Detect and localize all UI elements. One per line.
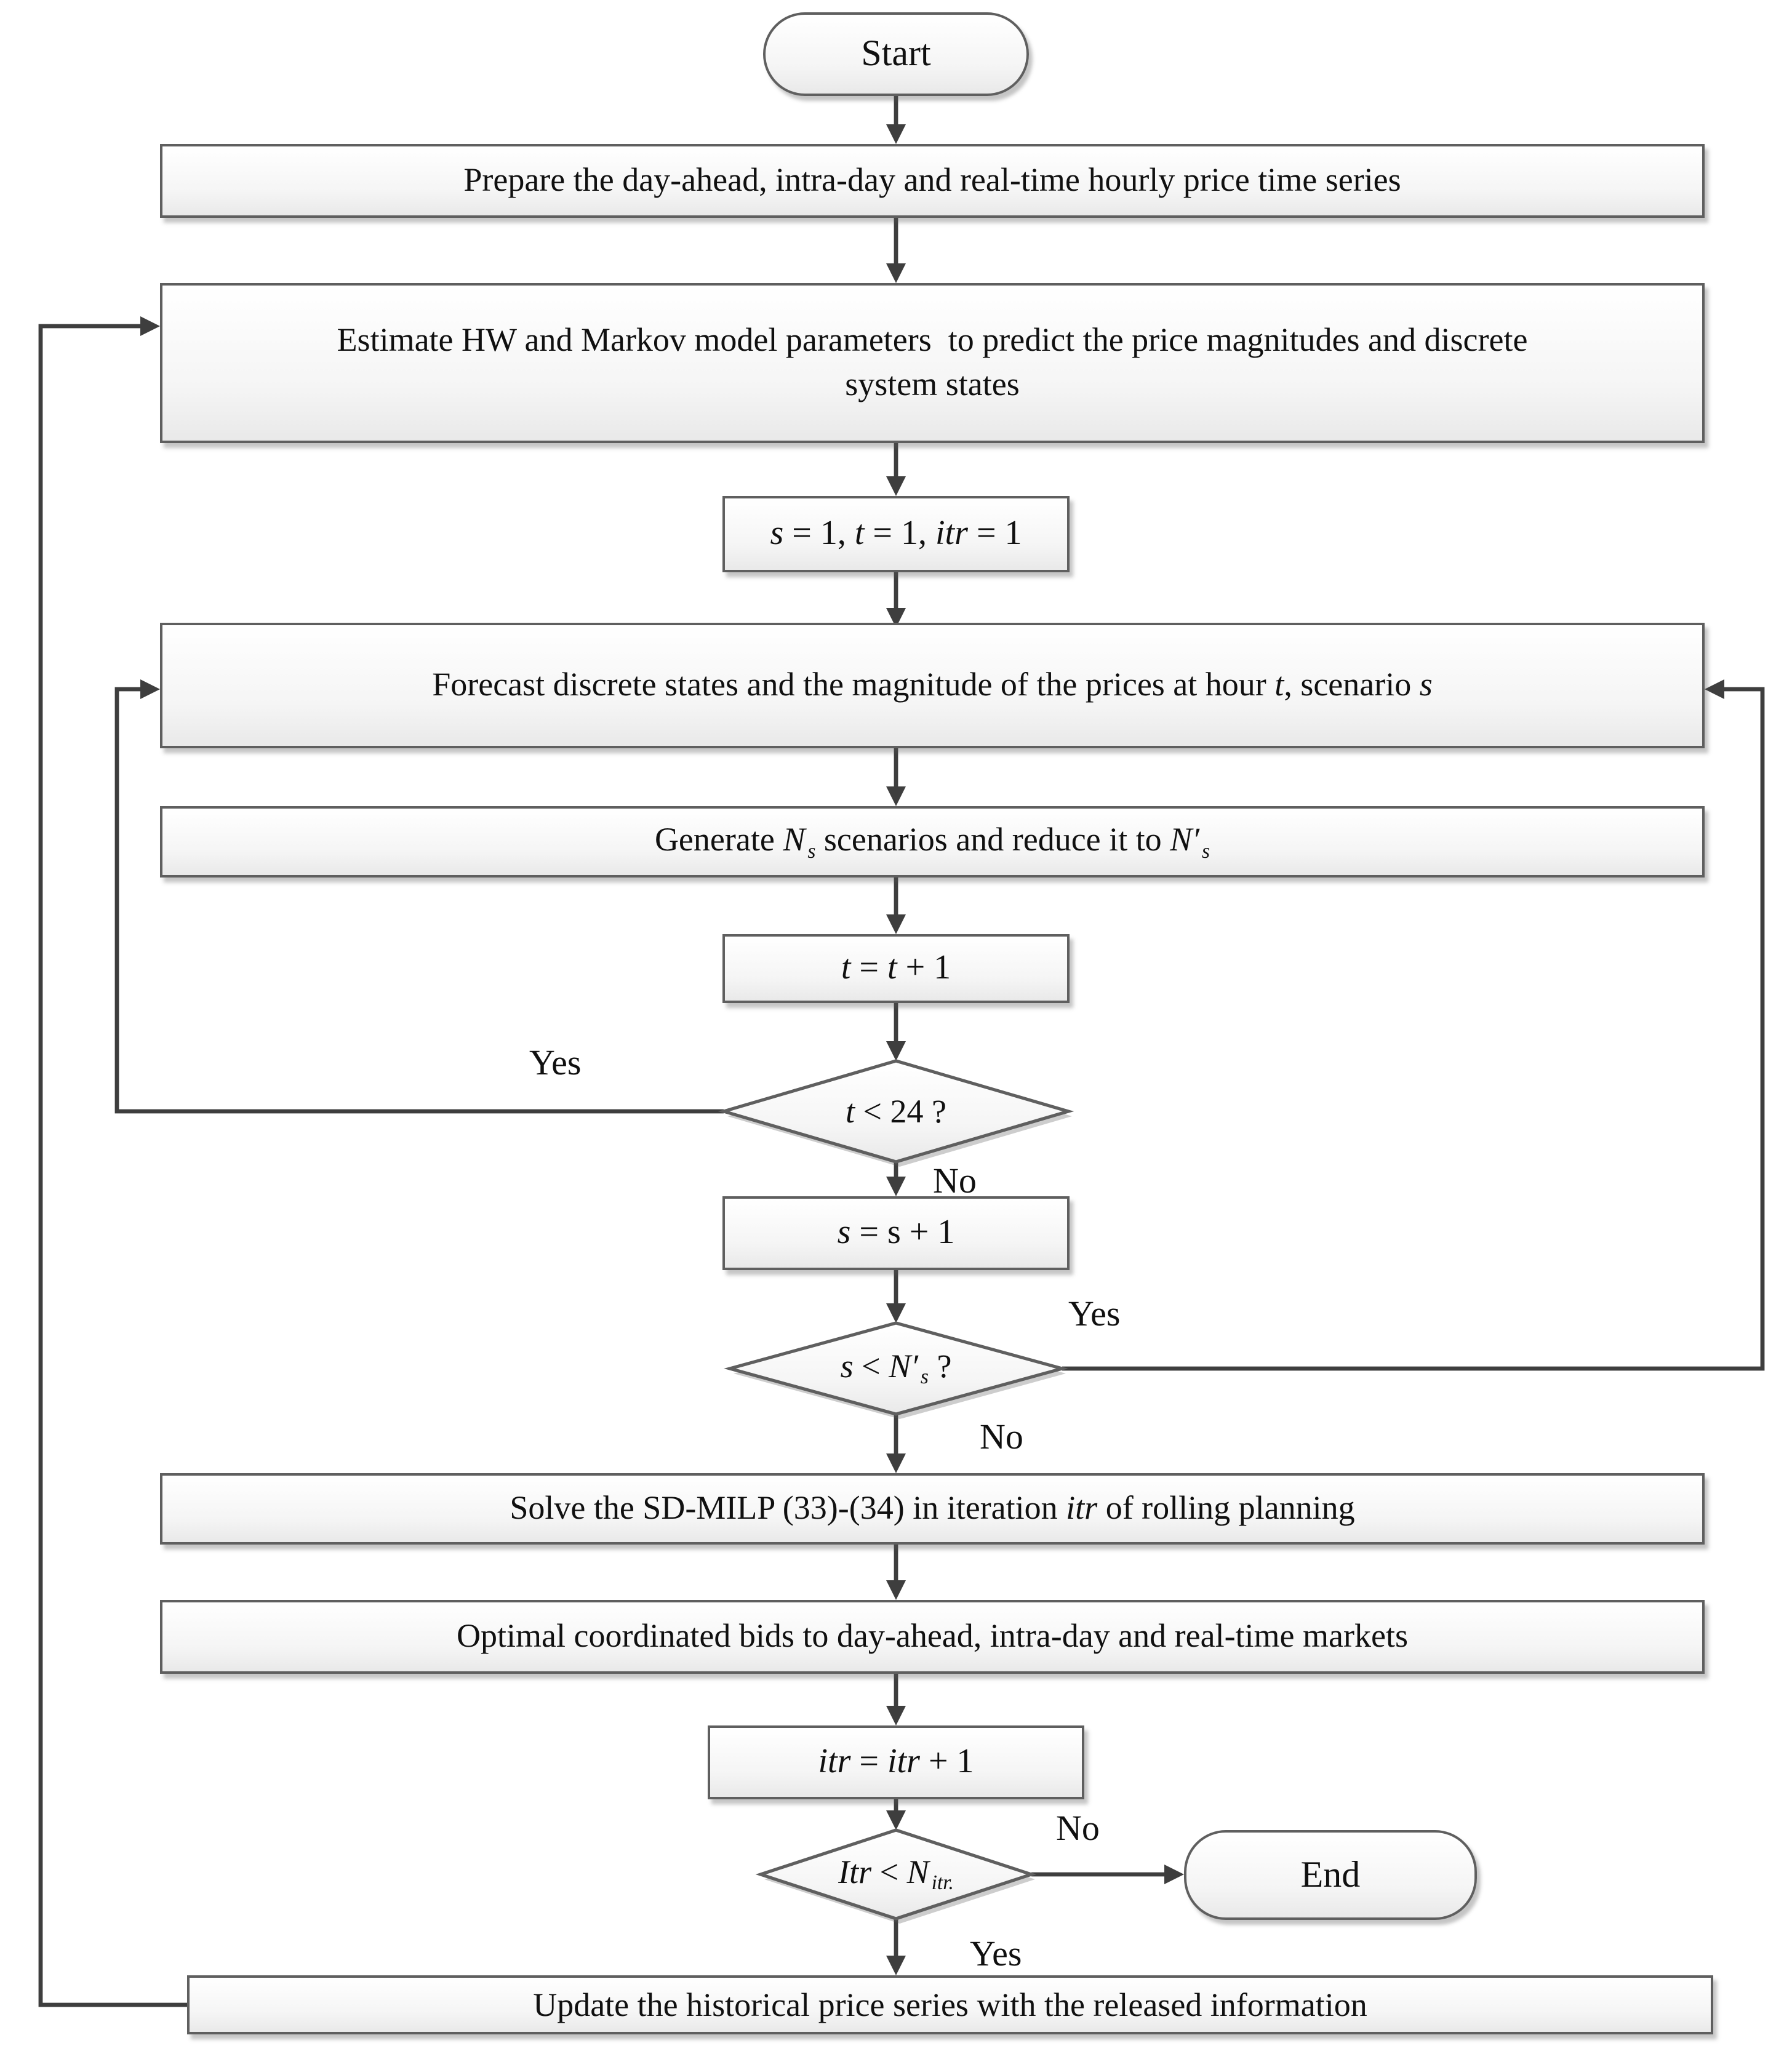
node-s-increment: s = s + 1 — [722, 1196, 1070, 1270]
node-t-increment: t = t + 1 — [722, 934, 1070, 1003]
edge-update-estimate-loop — [38, 316, 187, 2007]
label-t-no: No — [933, 1162, 977, 1201]
t-increment-label: t = t + 1 — [841, 949, 951, 987]
edge-decision-itr-yes — [886, 1919, 906, 1975]
edge-sinc-decision — [886, 1270, 906, 1323]
label-itr-yes: Yes — [970, 1935, 1022, 1974]
edge-decision-t-no — [886, 1162, 906, 1196]
label-t-yes: Yes — [529, 1044, 582, 1083]
node-forecast: Forecast discrete states and the magnitu… — [160, 623, 1705, 748]
edge-itrinc-decision — [886, 1799, 906, 1830]
forecast-label: Forecast discrete states and the magnitu… — [432, 666, 1433, 703]
decision-t-label: t < 24 ? — [846, 1092, 946, 1129]
edge-t-yes-loop — [114, 679, 724, 1114]
solve-label: Solve the SD-MILP (33)-(34) in iteration… — [510, 1489, 1355, 1527]
node-bids: Optimal coordinated bids to day-ahead, i… — [160, 1600, 1705, 1674]
edge-forecast-generate — [886, 748, 906, 806]
node-start: Start — [763, 12, 1029, 96]
edge-tinc-decision — [886, 1003, 906, 1061]
decision-itr-shape — [755, 1828, 1037, 1921]
flow-arrows-vertical — [886, 96, 906, 1975]
label-s-yes: Yes — [1068, 1295, 1121, 1334]
init-label: s = 1, t = 1, itr = 1 — [770, 514, 1022, 553]
prepare-label: Prepare the day-ahead, intra-day and rea… — [463, 161, 1401, 199]
update-label: Update the historical price series with … — [533, 1986, 1367, 2023]
s-increment-label: s = s + 1 — [837, 1213, 955, 1252]
edge-estimate-init — [886, 443, 906, 496]
label-s-no: No — [980, 1418, 1023, 1457]
edge-prepare-estimate — [886, 218, 906, 283]
node-itr-increment: itr = itr + 1 — [708, 1725, 1084, 1799]
decision-s-shape — [724, 1321, 1068, 1416]
node-estimate: Estimate HW and Markov model parameters … — [160, 283, 1705, 443]
node-update: Update the historical price series with … — [187, 1975, 1713, 2034]
start-label: Start — [861, 33, 931, 74]
label-itr-no: No — [1056, 1809, 1100, 1849]
edge-solve-bids — [886, 1545, 906, 1600]
edge-init-forecast — [886, 572, 906, 628]
flow-arrows-loops — [38, 316, 1765, 2007]
decision-s-label: s < N′s ? — [840, 1347, 952, 1389]
node-init: s = 1, t = 1, itr = 1 — [722, 496, 1070, 572]
node-end: End — [1184, 1830, 1477, 1920]
end-label: End — [1300, 1854, 1361, 1895]
edge-itr-no-end — [1031, 1865, 1184, 1884]
edge-s-yes-loop — [1062, 679, 1765, 1371]
itr-increment-label: itr = itr + 1 — [818, 1743, 974, 1781]
estimate-label: Estimate HW and Markov model parameters … — [337, 321, 1536, 402]
edge-bids-itrinc — [886, 1674, 906, 1725]
decision-t-shape — [718, 1059, 1074, 1164]
decision-shapes — [718, 1059, 1074, 1924]
edge-start-prepare — [886, 96, 906, 144]
bids-label: Optimal coordinated bids to day-ahead, i… — [457, 1617, 1408, 1655]
node-solve: Solve the SD-MILP (33)-(34) in iteration… — [160, 1473, 1705, 1545]
edge-decision-s-no — [886, 1414, 906, 1473]
edge-generate-tinc — [886, 878, 906, 934]
node-prepare: Prepare the day-ahead, intra-day and rea… — [160, 144, 1705, 218]
